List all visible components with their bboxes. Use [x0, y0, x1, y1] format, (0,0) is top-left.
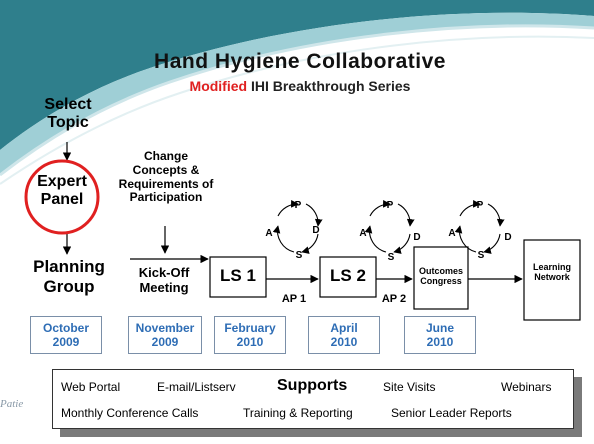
- wave-line: [0, 24, 594, 177]
- support-email-listserv: E-mail/Listserv: [157, 380, 236, 394]
- ls2-label: LS 2: [330, 266, 366, 285]
- kickoff-meeting-label: Kick-Off Meeting: [138, 265, 190, 295]
- date-year: 2009: [52, 335, 80, 349]
- learning-network-label: Learning Network: [532, 262, 571, 283]
- date-year: 2010: [426, 335, 454, 349]
- change-concepts-label: Change Concepts & Requirements of Partic…: [118, 149, 214, 205]
- pdsa2-s: S: [387, 252, 395, 263]
- wave-line-thin: [0, 35, 594, 185]
- slide-subtitle: Modified IHI Breakthrough Series: [120, 78, 480, 94]
- wave-band-dark: [0, 0, 594, 150]
- date-year: 2009: [151, 335, 179, 349]
- pdsa2-d: D: [413, 232, 421, 243]
- date-year: 2010: [330, 335, 358, 349]
- ls1-box: [209, 256, 267, 298]
- select-topic-label: Select Topic: [44, 96, 92, 132]
- date-month: June: [425, 320, 454, 335]
- pdsa3-s: S: [477, 250, 485, 261]
- planning-group-label: Planning Group: [33, 257, 105, 296]
- support-monthly-calls: Monthly Conference Calls: [61, 406, 199, 420]
- subtitle-highlight: Modified: [189, 78, 248, 94]
- pdsa3-p: P: [476, 200, 484, 211]
- ap2-label: AP 2: [381, 293, 407, 305]
- slide-title: Hand Hygiene Collaborative: [154, 50, 446, 73]
- support-webinars: Webinars: [501, 380, 552, 394]
- expert-panel-circle: [24, 159, 100, 235]
- support-senior-leader-reports: Senior Leader Reports: [391, 406, 512, 420]
- pdsa2-p: P: [386, 200, 394, 211]
- date-month: October: [42, 320, 89, 335]
- footer-logo-text: Patie: [0, 398, 24, 410]
- support-training-reporting: Training & Reporting: [243, 406, 353, 420]
- outcomes-congress-label: Outcomes Congress: [418, 266, 463, 287]
- expert-panel-label: Expert Panel: [37, 173, 87, 209]
- pdsa-cycle-2: [364, 200, 415, 254]
- date-month: February: [224, 320, 276, 335]
- supports-title: Supports: [277, 377, 348, 394]
- supports-box: Web Portal E-mail/Listserv Supports Site…: [52, 369, 574, 429]
- support-web-portal: Web Portal: [61, 380, 121, 394]
- ls1-label: LS 1: [220, 266, 256, 285]
- pdsa2-a: A: [359, 228, 367, 239]
- outcomes-box: [413, 246, 469, 310]
- date-year: 2010: [236, 335, 264, 349]
- learning-network-box: [523, 239, 581, 321]
- wave-band-light: [0, 12, 594, 175]
- subtitle-rest: IHI Breakthrough Series: [247, 78, 411, 94]
- footer-logo: Patie: [0, 398, 52, 434]
- ls2-box: [319, 256, 377, 298]
- ap1-label: AP 1: [281, 293, 307, 305]
- pdsa-cycle-3: [454, 200, 505, 254]
- pdsa1-s: S: [295, 250, 303, 261]
- pdsa-cycle-1: [272, 200, 323, 254]
- pdsa3-a: A: [448, 228, 456, 239]
- support-site-visits: Site Visits: [383, 380, 436, 394]
- pdsa1-d: D: [312, 225, 320, 236]
- date-month: April: [330, 320, 358, 335]
- pdsa3-d: D: [504, 232, 512, 243]
- pdsa1-a: A: [265, 228, 273, 239]
- pdsa1-p: P: [294, 200, 302, 211]
- date-month: November: [135, 320, 195, 335]
